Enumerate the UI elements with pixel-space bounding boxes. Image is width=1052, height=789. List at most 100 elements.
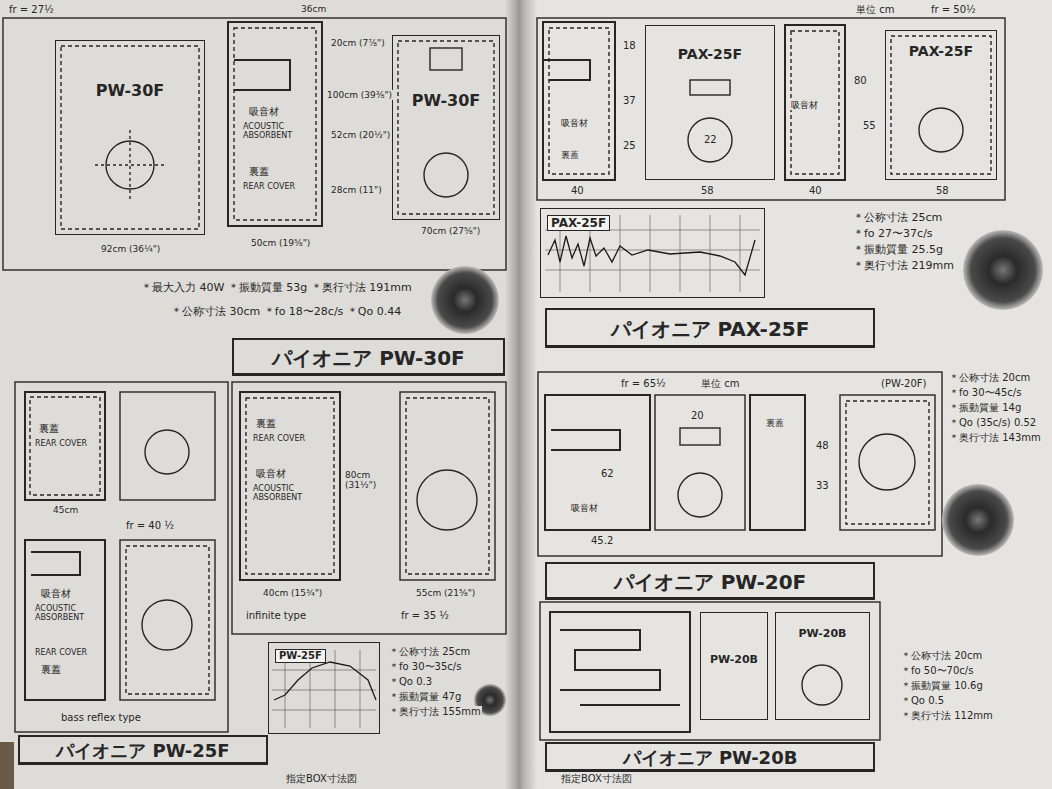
dimension-label: 55cm (21⅝") [415, 588, 476, 598]
dimension-label: 50cm (19⅝") [250, 238, 311, 248]
dimension-label: 55 [862, 120, 877, 132]
model-name: PAX-25F [547, 215, 610, 231]
spec-line: ＊奥行寸法 219mm [852, 260, 955, 273]
title-band: パイオニア PW-20F [545, 562, 875, 600]
dimension-label: 70cm (27⅝") [420, 226, 481, 236]
title-band: パイオニア PW-25F [18, 735, 268, 765]
dimension-label: REAR COVER [252, 434, 306, 443]
model-name: PAX-25F [675, 46, 745, 63]
model-name: パイオニア PW-25F [53, 740, 232, 762]
dimension-label: fr = 35 ½ [400, 610, 450, 622]
model-name: PW-30F [93, 81, 168, 100]
dimension-label: 40 [570, 185, 585, 197]
dimension-label: 40cm (15¾") [262, 588, 323, 598]
spec-line: ＊公称寸法 20cm [948, 372, 1031, 384]
model-name: パイオニア PW-20F [611, 570, 810, 594]
dimension-label: 45.2 [590, 535, 614, 547]
dimension-label: ACOUSTIC ABSORBENT [242, 122, 314, 140]
model-name: パイオニア PW-30F [269, 346, 468, 370]
dimension-label: 吸音材 [255, 468, 287, 480]
spec-line: ＊公称寸法 25cm [388, 646, 471, 658]
title-band: パイオニア PAX-25F [545, 308, 875, 348]
model-name: PAX-25F [906, 43, 976, 60]
dimension-label: 25 [622, 140, 637, 152]
cabinet-panel: PAX-25F [885, 30, 997, 180]
dimension-label: 52cm (20½") [330, 130, 391, 140]
dimension-label: 92cm (36¼") [100, 244, 161, 254]
dimension-label: 58 [935, 185, 950, 197]
dimension-label: REAR COVER [34, 439, 88, 448]
spec-line: ＊Qo (35c/s) 0.52 [948, 417, 1037, 429]
dimension-label: 吸音材 [248, 106, 280, 118]
dimension-label: 20cm (7⅞") [330, 38, 386, 48]
model-name: パイオニア PW-20B [620, 747, 801, 769]
dimension-label: infinite type [245, 610, 307, 622]
spec-line: ＊fo 50〜70c/s [900, 665, 974, 677]
response-graph: PAX-25F [540, 208, 765, 298]
cabinet-panel: PAX-25F [645, 25, 775, 180]
dimension-label: 吸音材 [560, 118, 589, 128]
model-name: PW-25F [275, 649, 326, 663]
spec-line: ＊振動質量 47g [388, 691, 462, 703]
spec-line: ＊奥行寸法 112mm [900, 710, 994, 722]
dimension-label: REAR COVER [34, 648, 88, 657]
cabinet-panel: PW-20B [775, 612, 870, 720]
dimension-label: 吸音材 [570, 503, 599, 513]
dimension-label: 22 [703, 134, 718, 146]
dimension-label: fr = 65½ [620, 378, 667, 390]
cabinet-panel: PW-30F [392, 35, 500, 220]
model-name: PW-20B [796, 627, 850, 640]
dimension-label: (PW-20F) [880, 378, 927, 390]
dimension-label: 18 [622, 40, 637, 52]
title-band: パイオニア PW-20B [545, 742, 875, 772]
spec-line: ＊公称寸法 20cm [900, 650, 983, 662]
title-band: パイオニア PW-30F [232, 338, 505, 376]
dimension-label: 単位 cm [855, 4, 895, 16]
dimension-label: 裏蓋 [765, 418, 785, 428]
dimension-label: fr = 50½ [930, 4, 977, 16]
response-graph: PW-25F [268, 642, 380, 734]
dimension-label: 33 [815, 480, 830, 492]
spec-line: ＊振動質量 25.5g [852, 244, 944, 257]
model-name: PW-20B [707, 653, 761, 666]
dimension-label: 80 [853, 75, 868, 87]
spec-line: ＊Qo 0.5 [900, 695, 945, 707]
dimension-label: 48 [815, 440, 830, 452]
dimension-label: REAR COVER [242, 182, 296, 191]
dimension-label: 40 [808, 185, 823, 197]
dimension-label: ACOUSTIC ABSORBENT [252, 484, 324, 502]
spec-line: ＊fo 30〜45c/s [948, 387, 1022, 399]
spec-line: ＊公称寸法 25cm [852, 212, 943, 225]
dimension-label: 裏蓋 [255, 418, 277, 430]
spec-line: ＊公称寸法 30cm ＊fo 18〜28c/s ＊Qo 0.44 [170, 306, 402, 319]
dimension-label: 100cm (39⅜") [326, 90, 393, 100]
dimension-label: 裏蓋 [248, 166, 270, 178]
dimension-label: fr = 40 ½ [125, 520, 175, 532]
dimension-label: 裏蓋 [38, 423, 60, 435]
dimension-label: ACOUSTIC ABSORBENT [34, 604, 101, 622]
dimension-label: 80cm (31½") [344, 470, 398, 491]
spec-line: ＊Qo 0.3 [388, 676, 433, 688]
dimension-label: 36cm [300, 4, 327, 14]
dimension-label: 裏蓋 [560, 150, 580, 160]
spec-line: ＊奥行寸法 143mm [948, 432, 1042, 444]
spec-line: ＊振動質量 10.6g [900, 680, 984, 692]
dimension-label: 裏蓋 [40, 664, 62, 676]
spec-line: ＊最大入力 40W ＊振動質量 53g ＊奥行寸法 191mm [140, 282, 413, 295]
spec-line: ＊振動質量 14g [948, 402, 1022, 414]
cabinet-panel: PW-20B [700, 612, 768, 720]
dimension-label: 吸音材 [40, 588, 72, 600]
spec-line: ＊fo 27〜37c/s [852, 228, 934, 241]
dimension-label: bass reflex type [60, 712, 142, 724]
spec-line: ＊fo 30〜35c/s [388, 661, 462, 673]
dimension-label: 58 [700, 185, 715, 197]
dimension-label: 指定BOX寸法図 [560, 773, 633, 785]
dimension-label: 28cm (11") [330, 185, 383, 195]
dimension-label: 単位 cm [700, 378, 740, 390]
dimension-label: 37 [622, 95, 637, 107]
dimension-label: 指定BOX寸法図 [285, 773, 358, 785]
dimension-label: 吸音材 [790, 100, 819, 110]
model-name: パイオニア PAX-25F [608, 317, 813, 341]
